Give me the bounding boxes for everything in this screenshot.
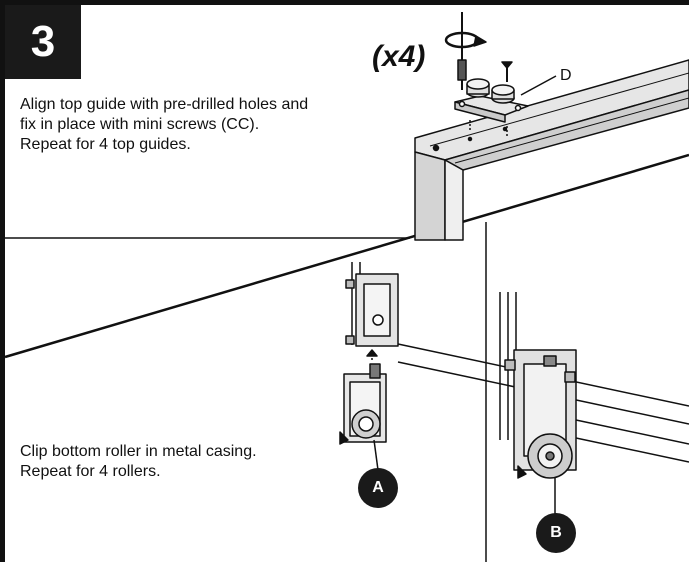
- page-border-left: [0, 0, 5, 562]
- page-border-top: [0, 0, 689, 5]
- callout-b: B: [536, 513, 576, 553]
- door-frame-top: [414, 59, 689, 241]
- part-label-d: D: [560, 67, 572, 84]
- top-guide-part-d: [454, 75, 557, 138]
- section-divider-line: [4, 153, 689, 359]
- mini-screws-cc: [444, 12, 513, 90]
- instruction-line: Repeat for 4 top guides.: [20, 136, 191, 153]
- instruction-line: Align top guide with pre-drilled holes a…: [20, 96, 309, 113]
- step-number-badge: 3: [5, 5, 81, 79]
- callout-a: A: [358, 468, 398, 508]
- instruction-line: Clip bottom roller in metal casing.: [20, 443, 257, 460]
- instruction-line: fix in place with mini screws (CC).: [20, 116, 260, 133]
- top-guide-instructions: Align top guide with pre-drilled holes a…: [20, 95, 308, 155]
- instruction-line: Repeat for 4 rollers.: [20, 463, 161, 480]
- assembled-roller-b: [499, 292, 689, 514]
- bottom-roller-a: [339, 363, 387, 471]
- quantity-label: (x4): [372, 40, 426, 73]
- bottom-roller-instructions: Clip bottom roller in metal casing. Repe…: [20, 442, 257, 482]
